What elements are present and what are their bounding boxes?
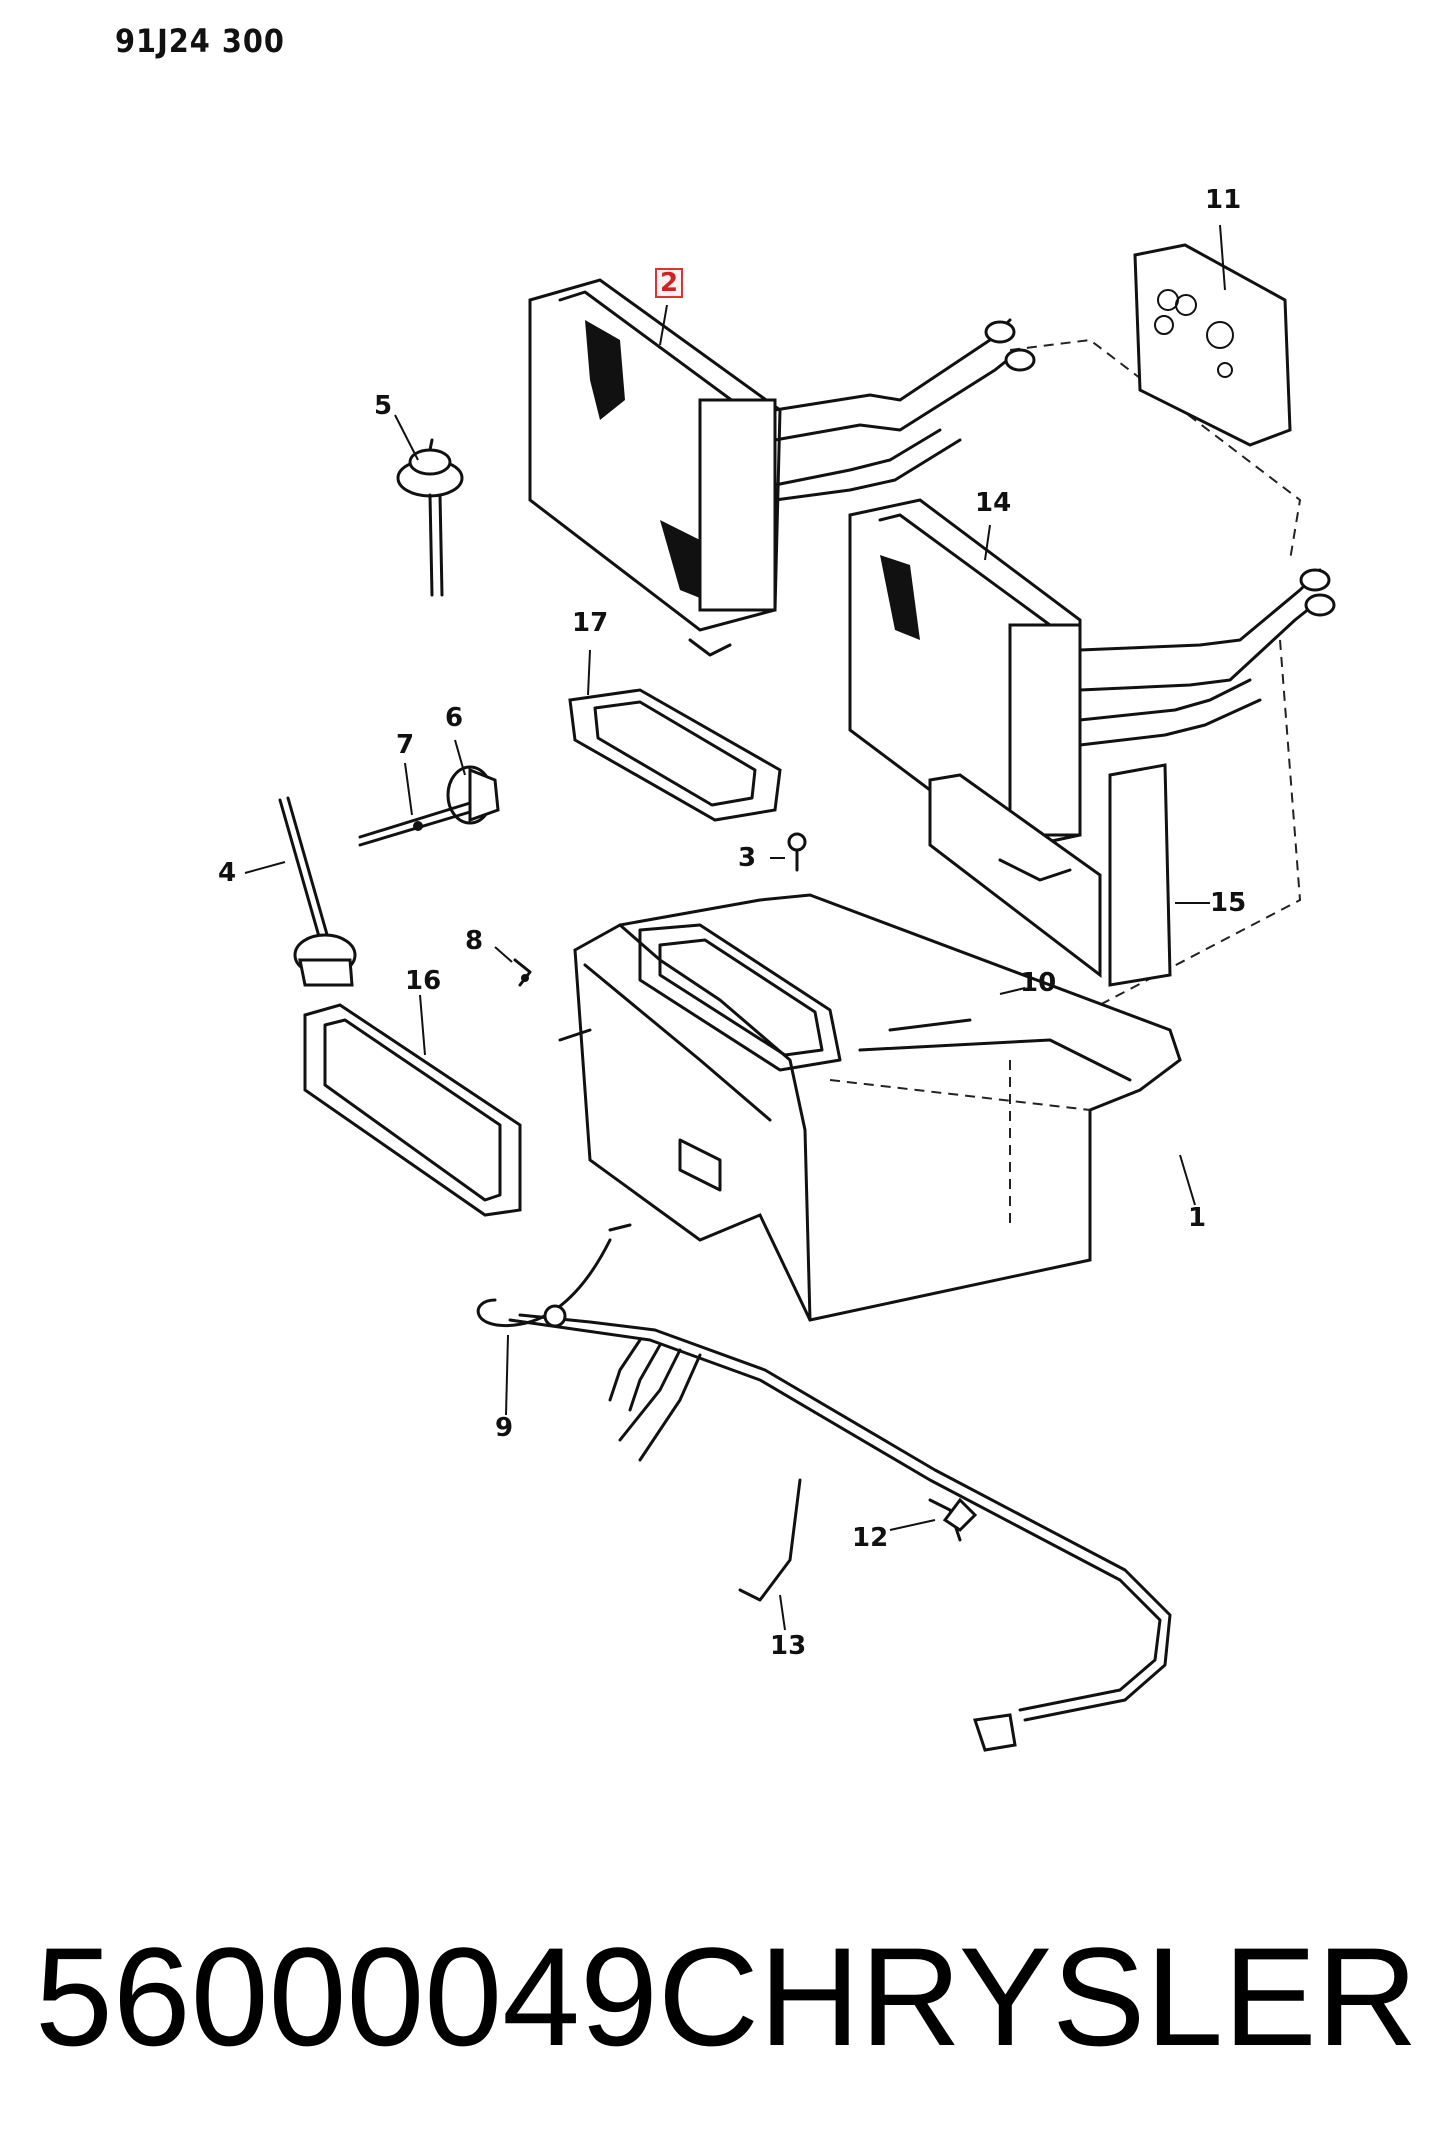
header-code: 91J24 300 <box>115 22 285 60</box>
callout-4: 4 <box>218 858 237 888</box>
footer-part-line: 56000049 CHRYSLER <box>35 1918 1418 2075</box>
screw <box>787 832 807 872</box>
callout-7: 7 <box>396 730 415 760</box>
callout-17: 17 <box>572 608 609 638</box>
seal-bracket <box>928 763 1172 987</box>
vacuum-actuator-upper <box>396 438 464 597</box>
callout-3: 3 <box>738 843 757 873</box>
evaporator-core <box>848 498 1336 852</box>
rectangular-gasket <box>303 1003 522 1217</box>
heater-core <box>528 278 1036 657</box>
callout-13: 13 <box>770 1631 807 1661</box>
callout-12: 12 <box>852 1523 889 1553</box>
callout-5: 5 <box>374 391 393 421</box>
main-housing <box>558 893 1182 1322</box>
dashed-housing-outline <box>1009 338 1302 1012</box>
callout-6: 6 <box>445 703 464 733</box>
wiring-harness <box>476 1223 1172 1752</box>
brand-name: CHRYSLER <box>657 1918 1418 2075</box>
callout-1: 1 <box>1188 1203 1207 1233</box>
oval-gasket <box>568 688 782 822</box>
leader-lines <box>244 224 1226 1631</box>
vacuum-actuator-mid <box>358 765 500 847</box>
callout-11: 11 <box>1205 185 1242 215</box>
clip <box>513 958 532 987</box>
gasket-plate <box>1133 243 1292 447</box>
callout-8: 8 <box>465 926 484 956</box>
part-number: 56000049 <box>35 1918 658 2075</box>
callout-15: 15 <box>1210 888 1247 918</box>
callout-16: 16 <box>405 966 442 996</box>
callout-2: 2 <box>655 268 684 298</box>
callout-9: 9 <box>495 1413 514 1443</box>
callout-10: 10 <box>1020 968 1057 998</box>
vacuum-actuator-lower <box>278 796 357 987</box>
callout-14: 14 <box>975 488 1012 518</box>
